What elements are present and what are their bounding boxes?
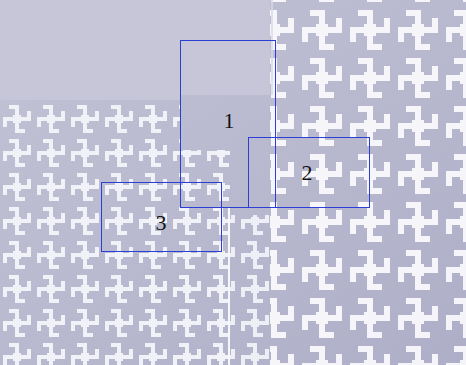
tile-boundary — [228, 208, 230, 365]
plain-region — [0, 0, 270, 100]
region-box: 3 — [101, 182, 222, 252]
fractal-region — [270, 0, 466, 365]
callout-number: 2 — [302, 162, 313, 184]
callout-number: 1 — [224, 110, 235, 132]
tile-boundary — [271, 0, 273, 95]
region-box: 2 — [248, 137, 370, 208]
fractal-region — [230, 215, 270, 365]
fractal-region — [0, 100, 230, 365]
callout-number: 3 — [156, 212, 167, 234]
